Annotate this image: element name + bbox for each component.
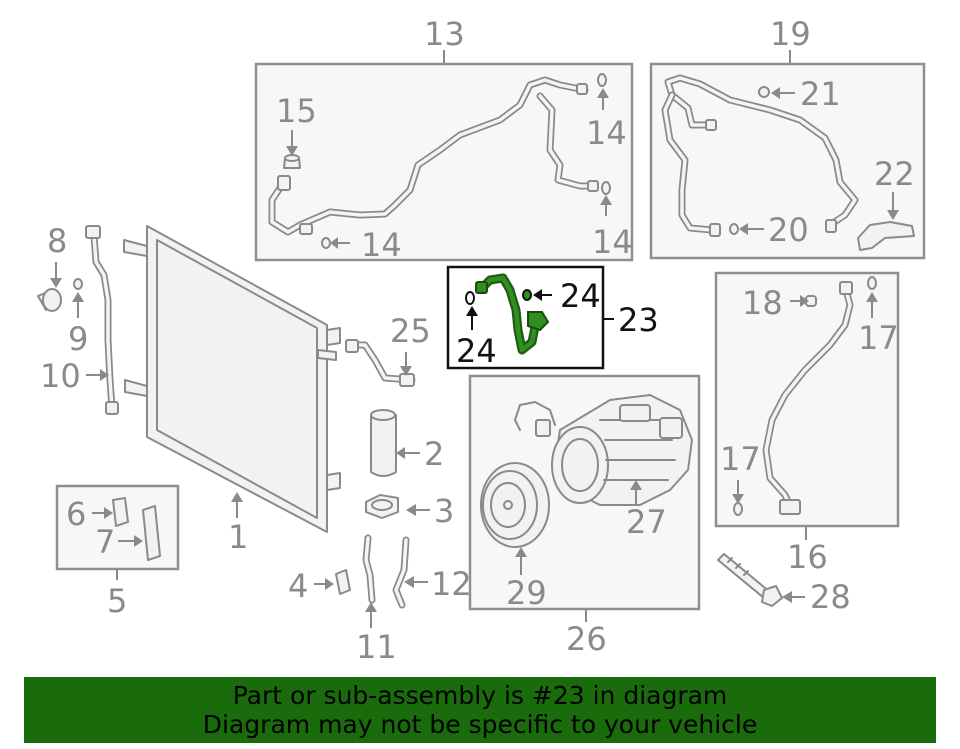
callout-28: 28 [810, 578, 851, 616]
callout-7: 7 [95, 523, 115, 561]
group-13-box [254, 50, 634, 262]
callout-21: 21 [800, 75, 841, 113]
callout-17a: 17 [858, 319, 899, 357]
group-26-box [468, 374, 701, 622]
callout-2: 2 [424, 435, 444, 473]
callout-26: 26 [566, 620, 607, 658]
callout-16: 16 [787, 538, 828, 576]
callout-1: 1 [228, 518, 248, 556]
condenser-1 [123, 225, 341, 533]
callout-14c: 14 [361, 226, 402, 264]
group-16-box [714, 271, 900, 540]
callout-27: 27 [626, 503, 667, 541]
callout-12: 12 [431, 565, 472, 603]
callout-labels: 1 2 3 4 5 6 7 8 9 10 11 12 13 14 14 14 1… [40, 15, 915, 666]
callout-29: 29 [506, 574, 547, 612]
left-parts [37, 225, 119, 415]
callout-6: 6 [66, 495, 86, 533]
callout-13: 13 [424, 15, 465, 53]
group-19-box [649, 50, 926, 260]
callout-3: 3 [434, 492, 454, 530]
callout-8: 8 [47, 222, 67, 260]
callout-11: 11 [356, 628, 397, 666]
callout-14a: 14 [586, 114, 627, 152]
callout-17b: 17 [720, 440, 761, 478]
bolt-28 [717, 553, 805, 607]
callout-20: 20 [768, 211, 809, 249]
callout-18: 18 [742, 284, 783, 322]
callout-24a: 24 [560, 277, 601, 315]
callout-25: 25 [390, 312, 431, 350]
info-banner: Part or sub-assembly is #23 in diagram D… [24, 677, 936, 743]
callout-15: 15 [276, 92, 317, 130]
callout-10: 10 [40, 357, 81, 395]
callout-22: 22 [874, 155, 915, 193]
callout-24b: 24 [456, 332, 497, 370]
callout-19: 19 [770, 15, 811, 53]
callout-9: 9 [68, 320, 88, 358]
callout-23: 23 [618, 301, 659, 339]
banner-line-2: Diagram may not be specific to your vehi… [202, 710, 758, 739]
group-5-box [55, 484, 180, 580]
callout-5: 5 [107, 582, 127, 620]
middle-parts [314, 339, 430, 628]
banner-line-1: Part or sub-assembly is #23 in diagram [232, 681, 728, 710]
callout-4: 4 [288, 567, 308, 605]
group-23-box-highlighted [446, 265, 614, 370]
callout-14b: 14 [592, 223, 633, 261]
